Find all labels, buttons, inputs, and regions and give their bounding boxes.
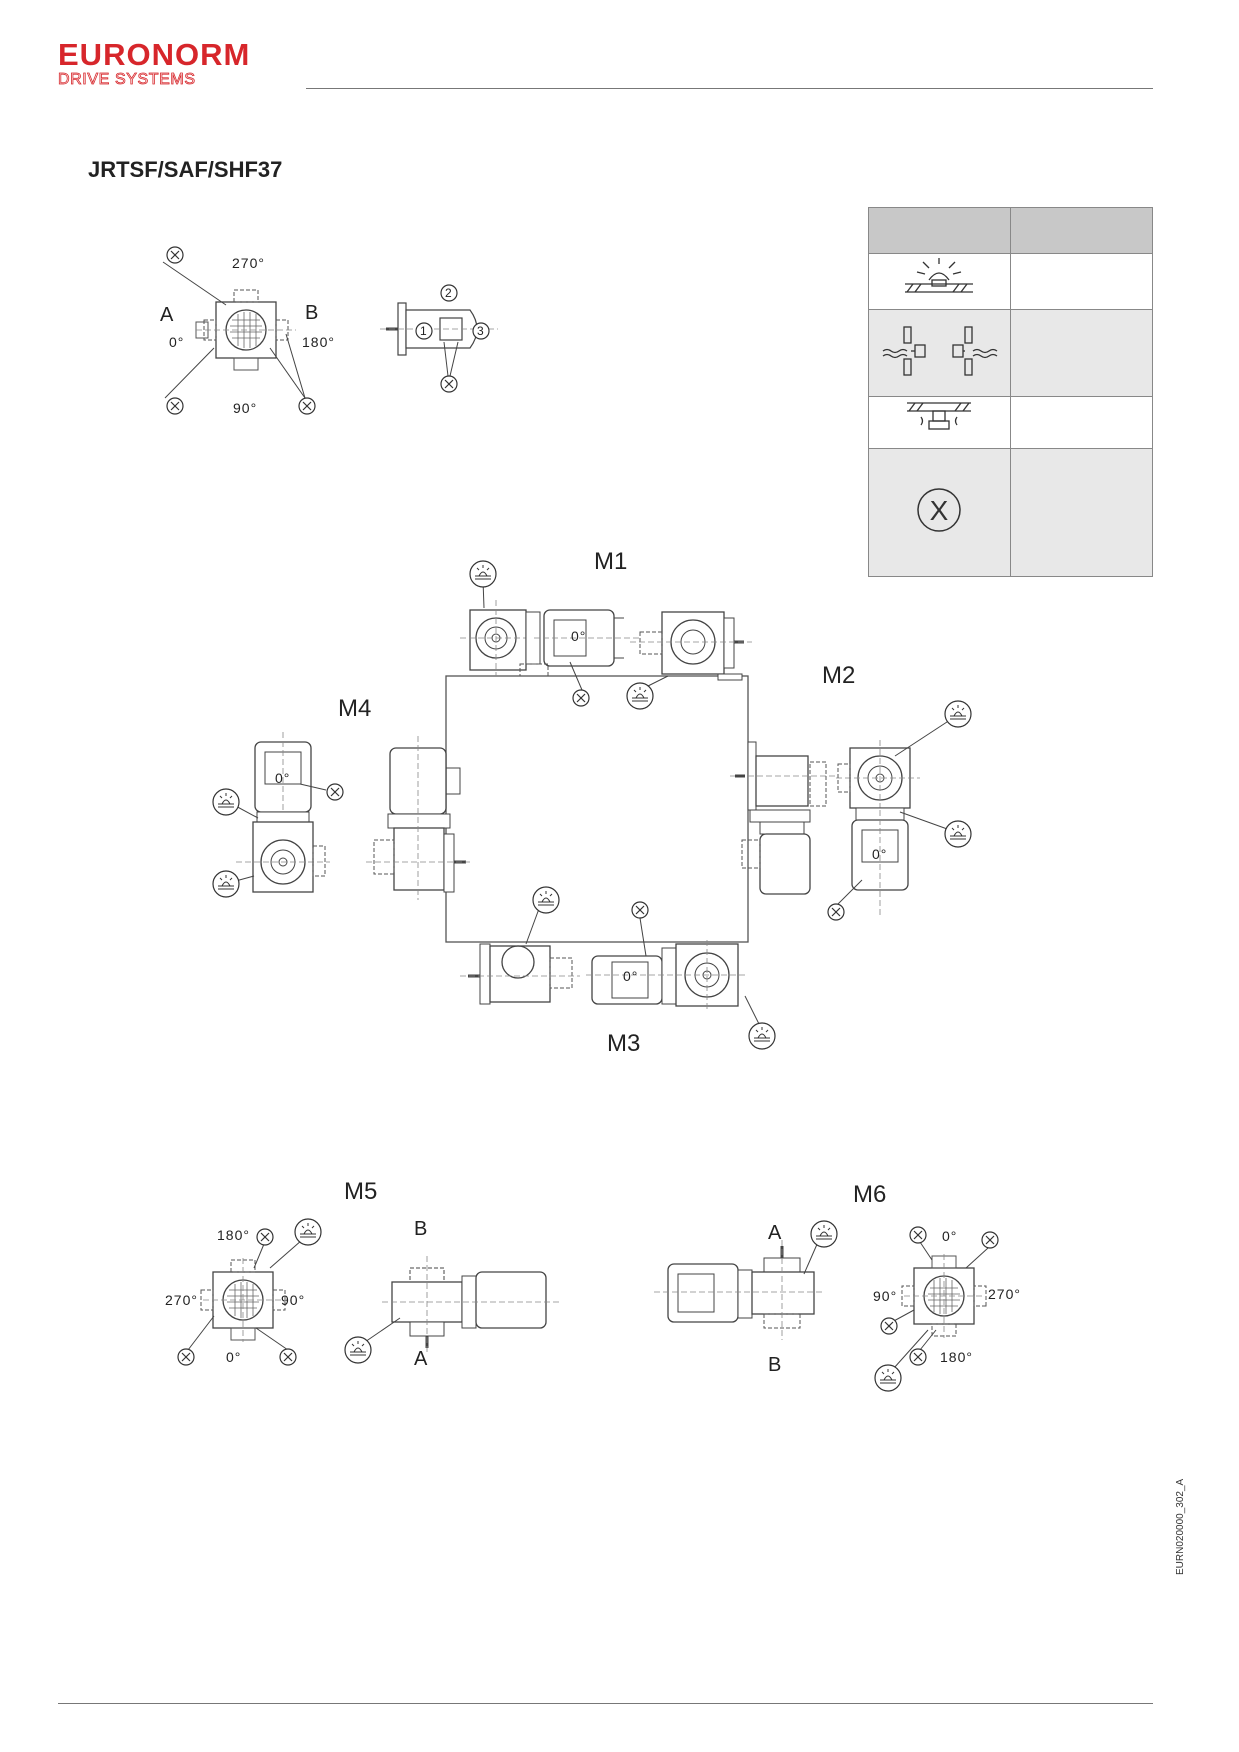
- terminal-box-x-icon: X: [868, 448, 1011, 577]
- brand-subtitle: DRIVE SYSTEMS: [58, 71, 196, 88]
- m4-motor-angle: 0°: [275, 770, 291, 786]
- legend-header-description: [1009, 207, 1154, 254]
- m5-side-b: B: [414, 1218, 428, 1240]
- m6-angle-0: 0°: [942, 1228, 958, 1244]
- m1-motor-angle: 0°: [571, 628, 587, 644]
- label-m4: M4: [338, 695, 372, 722]
- page-title: JRTSF/SAF/SHF37: [88, 157, 283, 182]
- m5-angle-270: 270°: [165, 1292, 198, 1308]
- m2-drawing: [730, 700, 972, 921]
- m3-motor-angle: 0°: [623, 968, 639, 984]
- m5-angle-0: 0°: [226, 1349, 242, 1365]
- label-m2: M2: [822, 662, 856, 689]
- orientation-diagram: [162, 246, 498, 415]
- m6-angle-180: 180°: [940, 1349, 973, 1365]
- side-b: B: [305, 302, 319, 324]
- position-1: 1: [420, 324, 428, 338]
- drain-plug-icon: [868, 396, 1011, 449]
- legend-text-drain: [1009, 396, 1154, 449]
- oil-level-plug-icon: [868, 309, 1011, 397]
- angle-90: 90°: [233, 400, 258, 416]
- angle-0: 0°: [169, 334, 185, 350]
- m6-side-a: A: [768, 1222, 782, 1244]
- m5-drawing: [177, 1218, 560, 1366]
- header-rule: [306, 88, 1153, 89]
- reference-housing: [445, 675, 749, 943]
- m3-drawing: [460, 886, 776, 1050]
- position-3: 3: [477, 324, 485, 338]
- brand-logo: EURONORM: [58, 37, 251, 72]
- position-2: 2: [445, 286, 453, 300]
- angle-180: 180°: [302, 334, 335, 350]
- m6-angle-90: 90°: [873, 1288, 898, 1304]
- label-m3: M3: [607, 1030, 641, 1057]
- m5-angle-90: 90°: [281, 1292, 306, 1308]
- breather-valve-icon: [868, 253, 1011, 310]
- legend-table: X: [868, 207, 1154, 577]
- label-m6: M6: [853, 1181, 887, 1208]
- document-id: EURN020000_302_A: [1175, 1478, 1186, 1575]
- label-m5: M5: [344, 1178, 378, 1205]
- m6-drawing: [654, 1220, 999, 1392]
- label-m1: M1: [594, 548, 628, 575]
- m2-motor-angle: 0°: [872, 846, 888, 862]
- legend-text-oil-level: [1009, 309, 1154, 397]
- m5-side-a: A: [414, 1348, 428, 1370]
- m4-drawing: [212, 731, 470, 900]
- legend-header-symbol: [868, 207, 1011, 254]
- m6-side-b: B: [768, 1354, 782, 1376]
- side-a: A: [160, 304, 174, 326]
- legend-text-terminal: [1009, 448, 1154, 577]
- m6-angle-270: 270°: [988, 1286, 1021, 1302]
- m1-drawing: [460, 560, 752, 710]
- footer-rule: [58, 1703, 1153, 1704]
- m5-angle-180: 180°: [217, 1227, 250, 1243]
- x-marker-legend: X: [930, 495, 949, 526]
- angle-270: 270°: [232, 255, 265, 271]
